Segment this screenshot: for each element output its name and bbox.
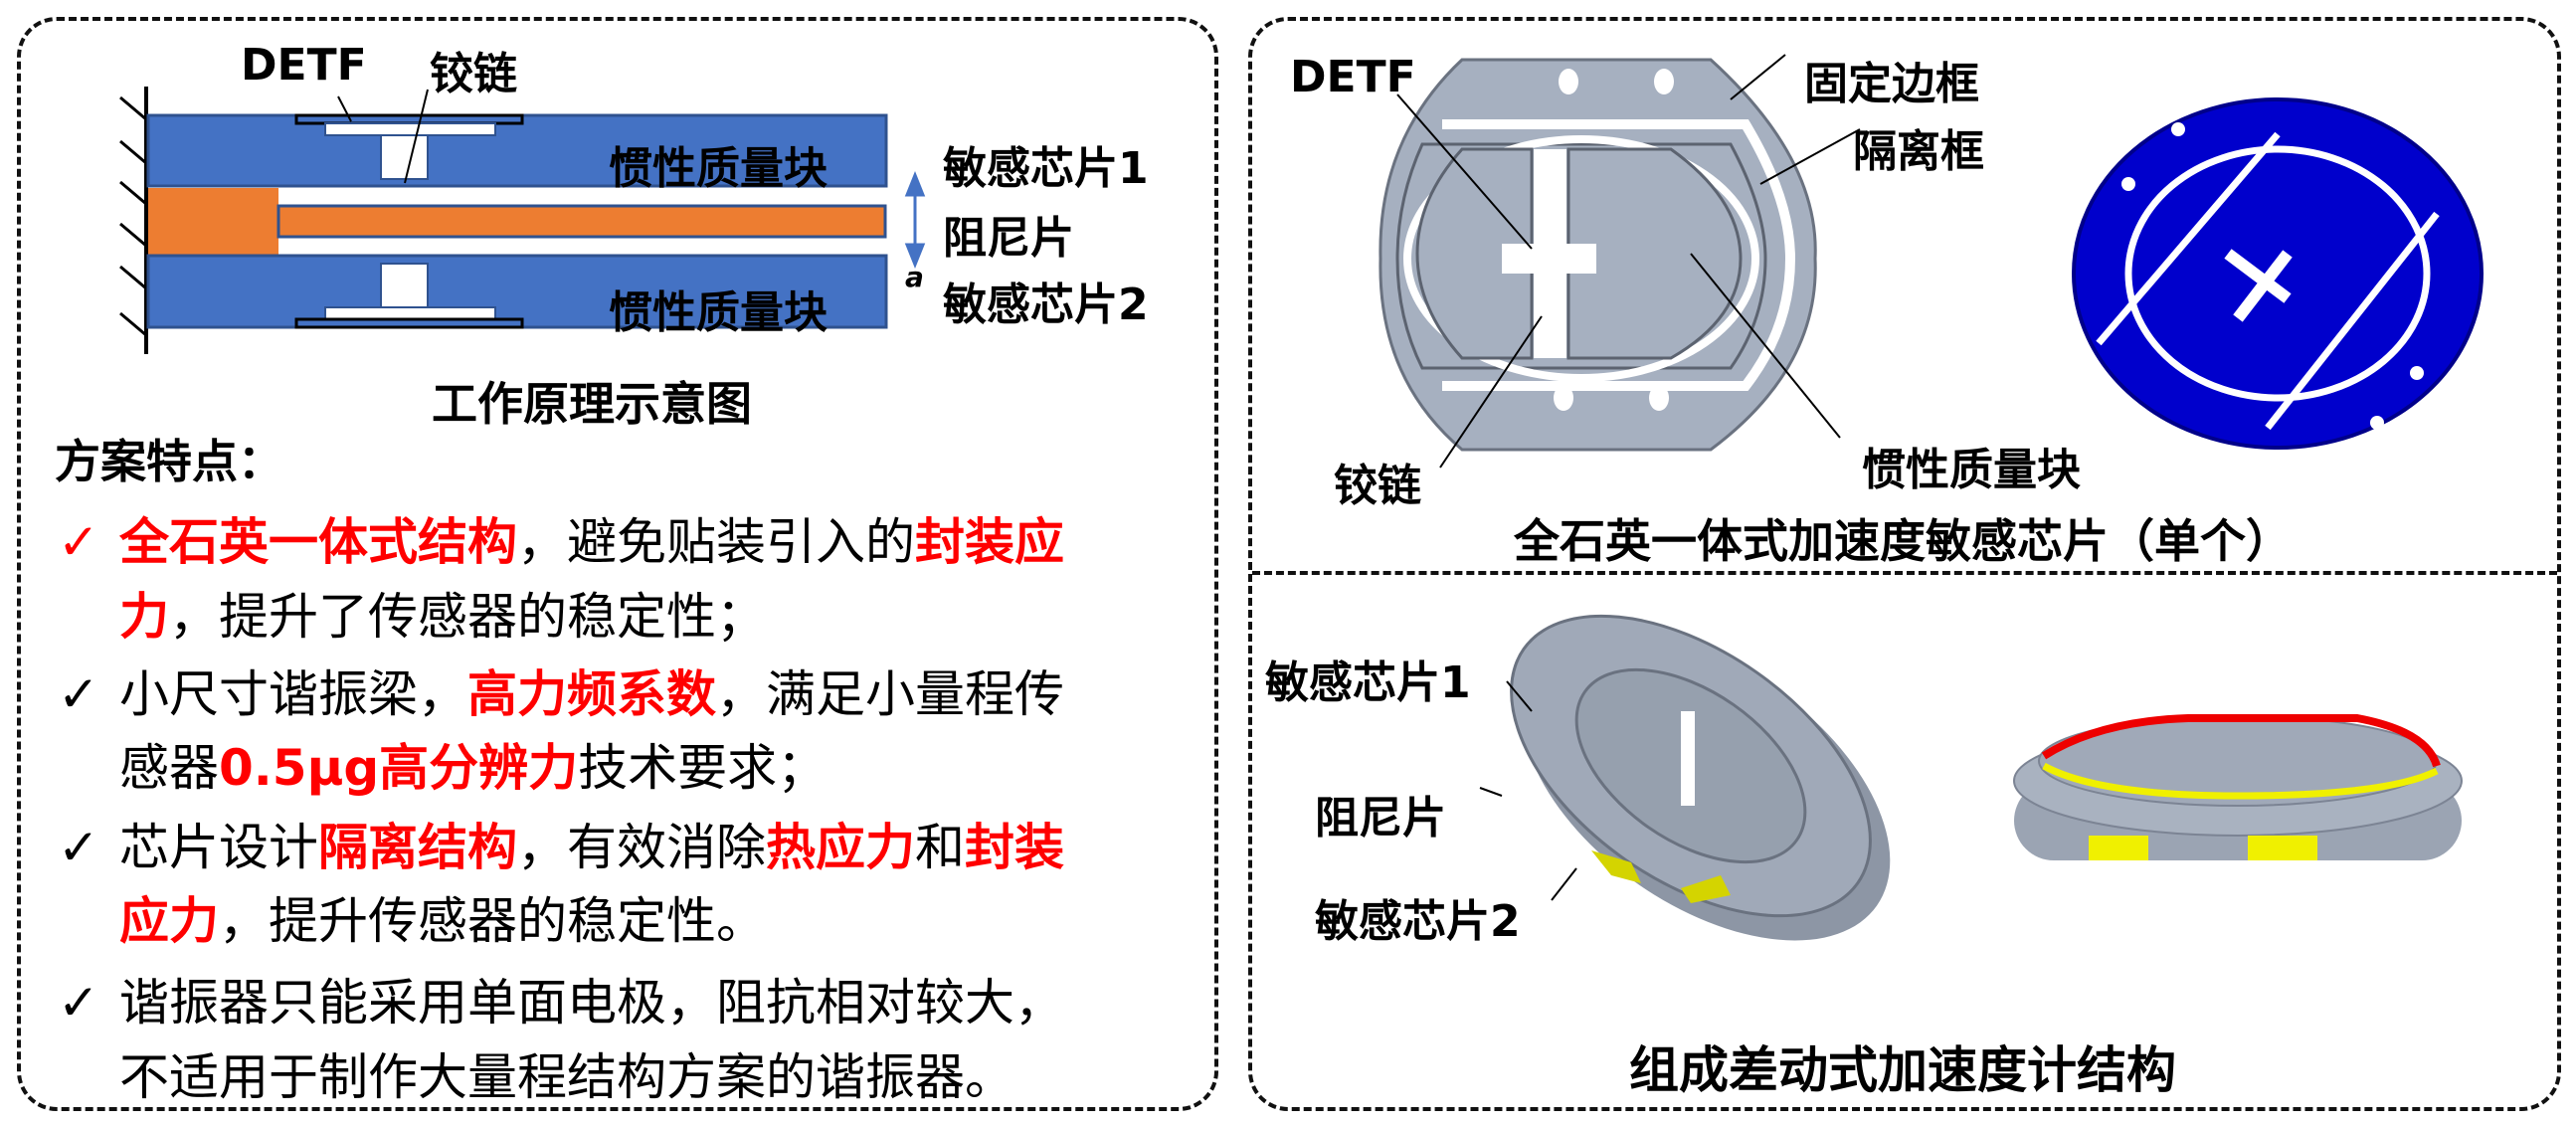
label-detf-3d: DETF	[1290, 52, 1416, 102]
stack-cross	[1681, 711, 1695, 806]
features-title: 方案特点：	[55, 435, 283, 488]
electrode-left	[1591, 850, 1641, 883]
highlight: 高力频系数	[467, 665, 716, 723]
blue-chip-split-bottom	[2265, 211, 2440, 431]
hinge-leader	[404, 89, 429, 184]
mass-block-bottom	[146, 254, 888, 329]
isolation-slot	[1403, 135, 1759, 382]
label-stack-damper: 阻尼片	[1315, 793, 1446, 844]
detf-bottom-bar	[324, 306, 496, 320]
blue-chip-slot	[2124, 145, 2431, 402]
electrode-right	[1681, 875, 1731, 903]
check-icon: ✓	[58, 665, 99, 723]
highlight: 封装应	[915, 513, 1064, 571]
detf-leader	[337, 95, 352, 122]
bullet-4-line-1: ✓ 谐振器只能采用单面电极，阻抗相对较大，	[58, 963, 1064, 1034]
single-chip-caption: 全石英一体式加速度敏感芯片（单个）	[1514, 514, 2292, 568]
label-acceleration: a	[905, 261, 924, 293]
bullet-2-line-1: ✓ 小尺寸谐振梁，高力频系数，满足小量程传	[58, 655, 1064, 726]
panel-divider	[1252, 571, 2557, 575]
mount-holes	[1554, 69, 1674, 411]
flat-assembly	[2013, 714, 2463, 860]
highlight: 全石英一体式结构	[119, 513, 517, 571]
label-isolation-frame: 隔离框	[1853, 126, 1984, 177]
working-principle-schematic	[119, 87, 926, 354]
text: 不适用于制作大量程结构方案的谐振器。	[119, 1048, 1014, 1106]
label-chip2: 敏感芯片2	[943, 280, 1149, 330]
proof-mass	[1566, 147, 1743, 360]
text: 和	[915, 819, 965, 876]
detf-cross	[1502, 244, 1596, 274]
text: 谐振器只能采用单面电极，阻抗相对较大，	[119, 974, 1064, 1032]
flat-pad-left	[2089, 836, 2148, 860]
wall-hatch	[119, 95, 147, 337]
label-detf: DETF	[241, 40, 367, 91]
chip-leaders	[1396, 54, 1861, 469]
label-hinge-3d: 铰链	[1334, 461, 1421, 511]
blue-chip-holes	[2121, 122, 2424, 430]
text: ，提升传感器的稳定性。	[219, 892, 766, 950]
detf-top-outline	[294, 113, 524, 125]
blue-chip-split-top	[2096, 131, 2281, 346]
label-stack-chip1: 敏感芯片1	[1265, 657, 1471, 708]
text: 小尺寸谐振梁，	[119, 665, 467, 723]
text: ，有效消除	[517, 819, 766, 876]
blue-chip-cross	[2224, 249, 2293, 322]
bullet-1-line-2: 力，提升了传感器的稳定性；	[119, 577, 766, 649]
highlight: 封装	[965, 819, 1064, 876]
acceleration-arrow	[904, 170, 926, 270]
text: 感器	[119, 739, 219, 797]
blue-chip-model	[2072, 97, 2484, 450]
highlight: 0.5μg高分辨力	[219, 739, 579, 797]
bullet-2-line-2: 感器0.5μg高分辨力技术要求；	[119, 728, 827, 800]
check-icon: ✓	[58, 819, 99, 876]
text: ，满足小量程传	[716, 665, 1064, 723]
flat-pad-right	[2248, 836, 2317, 860]
detf-bottom-outline	[294, 317, 524, 329]
right-panel	[1248, 17, 2561, 1111]
stacked-assembly	[1479, 614, 1891, 941]
label-mass-top: 惯性质量块	[609, 143, 828, 194]
highlight: 应力	[119, 892, 219, 950]
check-icon: ✓	[58, 513, 99, 571]
label-mass-bottom: 惯性质量块	[609, 287, 828, 338]
highlight: 隔离结构	[318, 819, 517, 876]
damper-plate	[276, 204, 887, 239]
check-icon: ✓	[58, 974, 99, 1032]
assembly-caption: 组成差动式加速度计结构	[1629, 1041, 2176, 1099]
damper-base	[148, 188, 278, 256]
text: ，提升了传感器的稳定性；	[169, 588, 766, 646]
flat-red-electrode	[2041, 714, 2441, 768]
proof-mass-left	[1415, 147, 1534, 360]
text: ，避免贴装引入的	[517, 513, 915, 571]
detf-top-bar	[324, 122, 496, 136]
highlight: 力	[119, 588, 169, 646]
label-hinge: 铰链	[430, 49, 517, 99]
bullet-3-line-2: 应力，提升传感器的稳定性。	[119, 881, 766, 953]
schematic-title: 工作原理示意图	[432, 377, 752, 431]
label-damper: 阻尼片	[943, 213, 1074, 264]
highlight: 热应力	[766, 819, 915, 876]
text: 技术要求；	[578, 739, 828, 797]
bullet-1-line-1: ✓ 全石英一体式结构，避免贴装引入的封装应	[58, 502, 1064, 574]
label-fixed-frame: 固定边框	[1804, 59, 1979, 109]
hinge-bottom	[380, 263, 429, 308]
quartz-chip-3d	[1379, 54, 1861, 469]
label-chip1: 敏感芯片1	[943, 143, 1149, 194]
label-mass-3d: 惯性质量块	[1862, 445, 2081, 495]
bullet-3-line-1: ✓ 芯片设计隔离结构，有效消除热应力和封装	[58, 808, 1064, 879]
hinge-top	[380, 134, 429, 180]
bullet-4-line-2: 不适用于制作大量程结构方案的谐振器。	[119, 1037, 1014, 1109]
stack-leaders	[1479, 680, 1577, 901]
text: 芯片设计	[119, 819, 318, 876]
flat-yellow-electrode	[2042, 762, 2439, 800]
left-panel	[17, 17, 1218, 1111]
frame-slot	[1442, 119, 1796, 391]
label-stack-chip2: 敏感芯片2	[1315, 896, 1521, 947]
